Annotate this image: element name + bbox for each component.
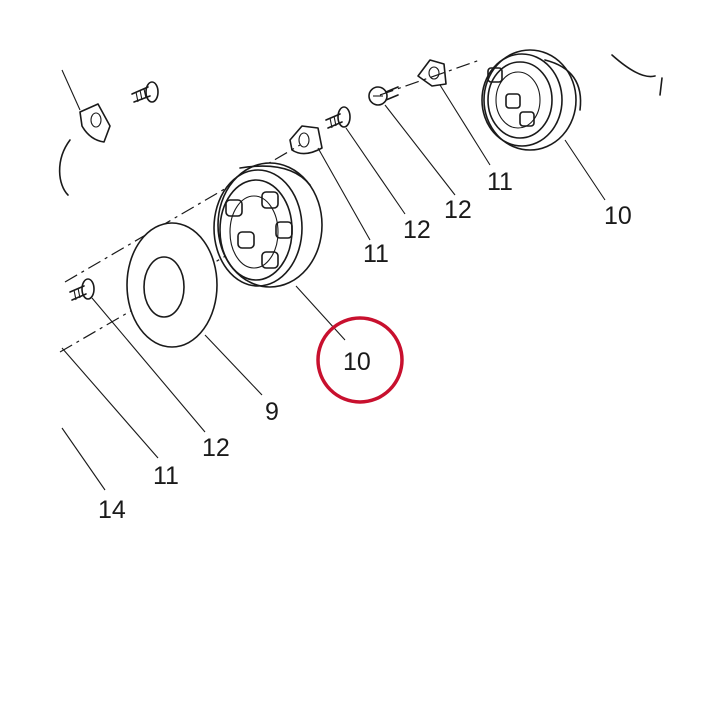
callout-11-left[interactable]: 11 <box>153 462 179 490</box>
washer-11-mid <box>289 125 323 155</box>
washer-11-topleft <box>79 103 111 143</box>
leader-c11-top <box>439 84 491 166</box>
leader-c11-mid <box>317 147 371 241</box>
leader-c10-right <box>564 139 606 201</box>
leader-c12-left <box>91 297 206 433</box>
callout-12-top[interactable]: 12 <box>444 196 472 224</box>
top-axis-line <box>379 59 481 96</box>
callout-12-mid[interactable]: 12 <box>403 216 431 244</box>
leader-c12-mid <box>345 127 406 215</box>
washer-11-top <box>417 59 447 87</box>
callout-labels: 10 11 12 11 12 10 9 12 11 14 <box>98 168 632 524</box>
washer-9 <box>126 222 218 348</box>
callout-11-top[interactable]: 11 <box>487 168 513 196</box>
callout-14[interactable]: 14 <box>98 496 126 524</box>
leader-c11-left <box>61 347 159 459</box>
highlight-circle <box>316 316 404 404</box>
callout-9[interactable]: 9 <box>265 398 279 426</box>
callout-12-left[interactable]: 12 <box>202 434 230 462</box>
leader-c9 <box>204 334 263 396</box>
callout-11-mid[interactable]: 11 <box>363 240 389 268</box>
screw-12-top <box>368 86 399 106</box>
leader-c10-center <box>295 285 346 341</box>
callout-10-center[interactable]: 10 <box>343 348 371 376</box>
screw-12-left <box>69 278 95 301</box>
screw-12-topleft <box>131 81 159 103</box>
housing-fragment-right <box>611 54 663 96</box>
leader-c12-top <box>384 104 456 196</box>
housing-fragment-left <box>58 139 71 196</box>
bearing-10-center <box>213 162 323 288</box>
bearing-10-topright <box>481 49 582 151</box>
leader-lines <box>61 69 606 491</box>
leader-c14 <box>61 427 106 491</box>
screw-12-mid <box>325 106 351 129</box>
leader-topleft <box>61 69 81 111</box>
callout-10-right[interactable]: 10 <box>604 202 632 230</box>
